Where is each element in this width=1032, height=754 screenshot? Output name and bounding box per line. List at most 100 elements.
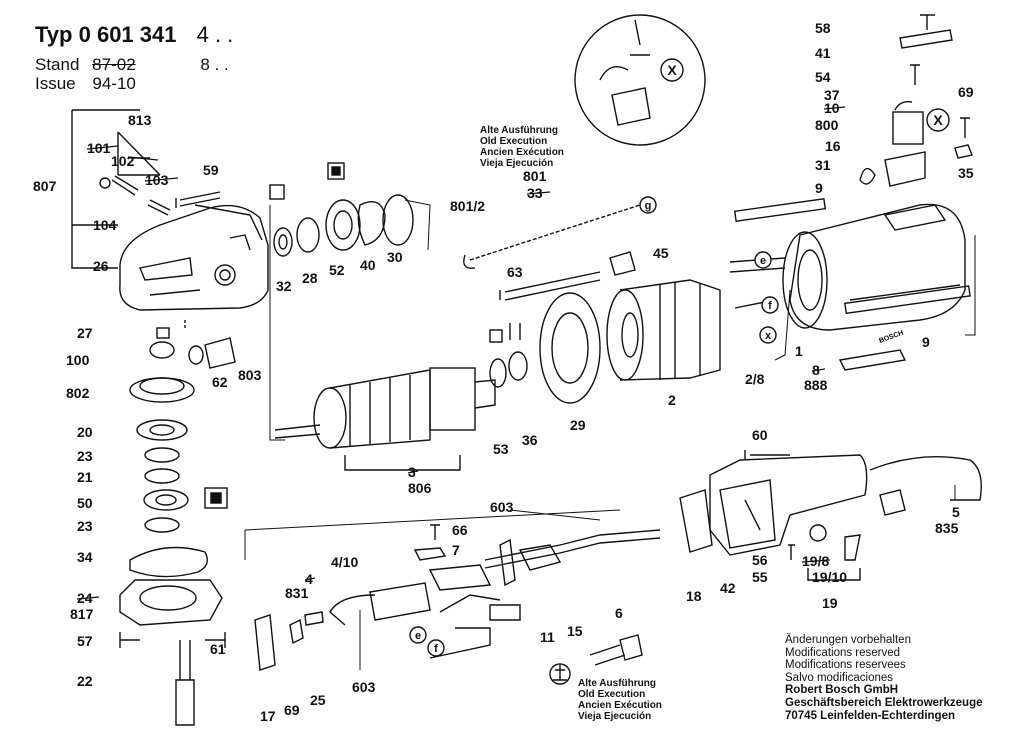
part-label-61: 61 <box>210 641 226 657</box>
part-1910 <box>844 534 861 561</box>
part-62 <box>188 345 204 365</box>
e-callout-2 <box>409 626 427 644</box>
part-label-831: 831 <box>285 585 309 601</box>
f-callout <box>761 296 779 314</box>
stand-label: Stand <box>35 55 80 74</box>
typ-suffix: 4 . . <box>196 22 234 47</box>
part-label-58: 58 <box>815 20 831 36</box>
strike-marks <box>76 106 846 600</box>
capacitor <box>619 634 643 661</box>
part-label-60: 60 <box>752 427 768 443</box>
g-callout-text: g <box>645 200 652 212</box>
note-line-de: Alte Ausführung <box>578 678 656 689</box>
bracket-19 <box>807 568 861 581</box>
f-callout-text: f <box>768 300 772 312</box>
part-100 <box>149 341 175 359</box>
part-label-21: 21 <box>77 469 93 485</box>
e-callout-text: e <box>760 255 766 267</box>
issue-line: Issue 94-10 <box>35 74 136 94</box>
part-label-19: 19 <box>822 595 838 611</box>
f-callout-2 <box>427 639 445 657</box>
brush-800 <box>892 111 924 145</box>
part-label-37: 37 <box>824 87 840 103</box>
footer-company: Robert Bosch GmbH <box>785 684 899 697</box>
washer-23 <box>144 447 180 463</box>
stand-suffix: 8 . . <box>200 55 229 74</box>
stand-line: Stand 87-02 8 . . <box>35 55 229 75</box>
part-label-801-2: 801/2 <box>450 198 485 214</box>
part-label-100: 100 <box>66 352 90 368</box>
note-line-de: Alte Ausführung <box>480 125 558 136</box>
spindle-22 <box>179 640 191 680</box>
footer-notes: Änderungen vorbehalten Modifications res… <box>785 634 983 722</box>
part-label-66: 66 <box>452 522 468 538</box>
plug <box>879 489 906 516</box>
part-label-34: 34 <box>77 549 93 565</box>
x-small-callout <box>759 326 777 344</box>
armature-drawing <box>274 367 496 449</box>
note-line-en: Old Execution <box>480 136 548 147</box>
note-line-fr: Ancien Exécution <box>578 700 662 711</box>
part-label-25: 25 <box>310 692 326 708</box>
washer-35 <box>954 144 973 159</box>
bracket-3 <box>344 455 461 471</box>
e-callout <box>754 251 772 269</box>
typ-number: 0 601 341 <box>78 22 177 47</box>
ring-21 <box>144 468 180 484</box>
part-label-800: 800 <box>815 117 839 133</box>
part-label-9b: 9 <box>922 334 930 350</box>
stator-drawing <box>606 279 721 381</box>
x-callout-brush <box>926 108 950 132</box>
rear-handle-drawing <box>709 454 868 556</box>
part-label-27: 27 <box>77 325 93 341</box>
plate-17 <box>254 614 276 671</box>
old-execution-note-bottom: Alte Ausführung Old Execution Ancien Exé… <box>578 678 662 722</box>
typ-label: Typ <box>35 22 73 47</box>
part-label-26: 26 <box>93 258 109 274</box>
part-label-36: 36 <box>522 432 538 448</box>
part-label-7: 7 <box>452 542 460 558</box>
part-label-16: 16 <box>825 138 841 154</box>
part-label-603a: 603 <box>490 499 514 515</box>
part-label-42: 42 <box>720 580 736 596</box>
clip-40 <box>357 201 386 246</box>
screw-59 <box>175 191 221 208</box>
part-label-41: 41 <box>815 45 831 61</box>
part-label-104: 104 <box>93 217 117 233</box>
f-callout-text-2: f <box>434 643 438 655</box>
gear-housing-drawing <box>119 204 269 311</box>
screw-61 <box>205 632 226 648</box>
note-line-fr: Ancien Exécution <box>480 147 564 158</box>
bracket-807 <box>71 110 118 269</box>
part-label-1: 1 <box>795 343 803 359</box>
stand-value: 87-02 <box>92 55 136 74</box>
part-label-69b: 69 <box>284 702 300 718</box>
part-label-19-10: 19/10 <box>812 569 847 585</box>
part-label-18: 18 <box>686 588 702 604</box>
part-label-806: 806 <box>408 480 432 496</box>
part-label-31: 31 <box>815 157 831 173</box>
gasket-18 <box>679 489 713 553</box>
footer-line: Salvo modificaciones <box>785 671 894 684</box>
frame-left <box>269 205 285 441</box>
part-label-23b: 23 <box>77 518 93 534</box>
note-line-en: Old Execution <box>578 689 646 700</box>
grease-box-3 <box>204 487 228 509</box>
part-label-807: 807 <box>33 178 57 194</box>
screw-54 <box>910 64 920 85</box>
part-label-62: 62 <box>212 374 228 390</box>
strip-9b <box>844 285 971 315</box>
part-69 <box>289 618 304 645</box>
circlip-30 <box>382 194 414 246</box>
part-label-15: 15 <box>567 623 583 639</box>
bracket-813 <box>117 132 160 176</box>
ground-symbol <box>553 665 567 681</box>
x-callout-text-2: X <box>933 112 943 128</box>
x-small-callout-text: x <box>765 330 772 342</box>
grease-box-2 <box>327 162 345 180</box>
screw-58 <box>920 14 935 30</box>
frame-switch <box>509 509 601 521</box>
wire-f <box>429 627 491 659</box>
bearing-50 <box>143 489 189 511</box>
